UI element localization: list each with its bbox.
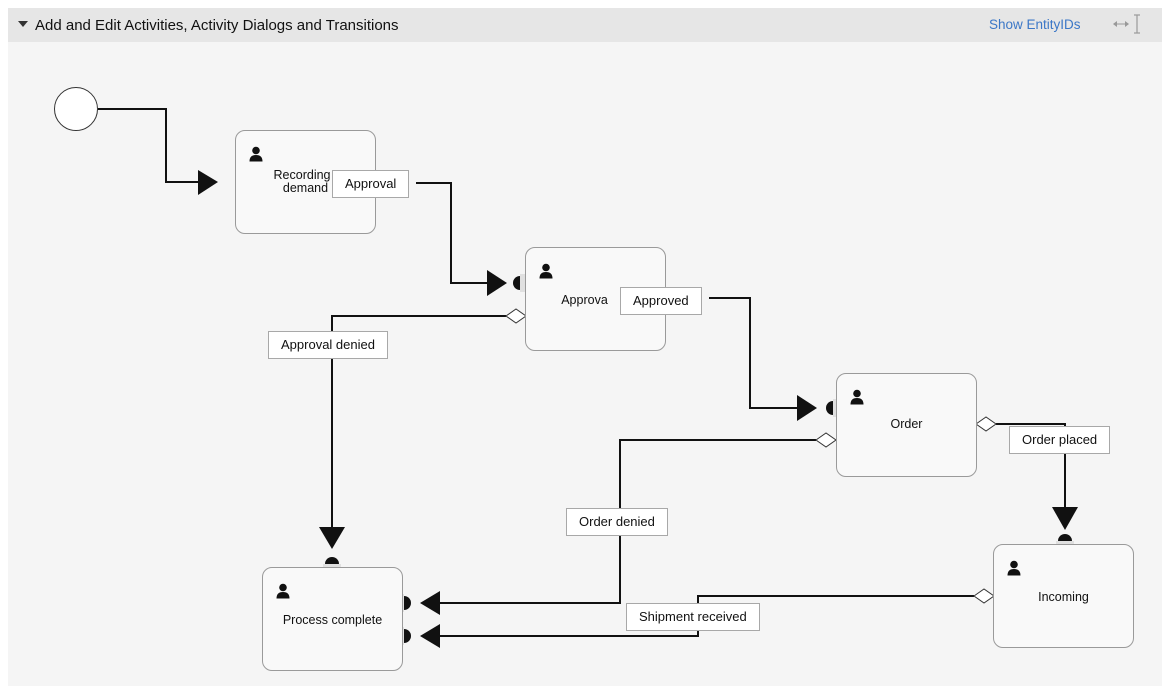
- activity-process-complete[interactable]: Process complete: [262, 567, 403, 671]
- activity-order[interactable]: Order: [836, 373, 977, 477]
- user-icon: [276, 583, 290, 599]
- transition-label-order-placed[interactable]: Order placed: [1009, 426, 1111, 454]
- panel-title: Add and Edit Activities, Activity Dialog…: [35, 17, 399, 34]
- connection-start-to-recording: [98, 108, 218, 195]
- user-icon: [850, 389, 864, 405]
- user-icon: [539, 263, 553, 279]
- transition-label-approval-denied[interactable]: Approval denied: [268, 331, 388, 359]
- panel-header: [8, 8, 1162, 42]
- transition-label-order-denied[interactable]: Order denied: [566, 508, 668, 536]
- activity-label: Recording t: [273, 168, 338, 182]
- start-event[interactable]: [54, 87, 98, 131]
- activity-label: Incoming: [1038, 590, 1089, 604]
- horizontal-resize-icon[interactable]: [1112, 17, 1130, 31]
- activity-label: Order: [890, 417, 923, 431]
- activity-label: Approva: [561, 293, 608, 307]
- transition-label-approved[interactable]: Approved: [620, 287, 702, 315]
- connection-approval: [416, 182, 532, 296]
- show-entity-ids-link[interactable]: Show EntityIDs: [989, 17, 1081, 32]
- activity-label: demand: [282, 181, 329, 195]
- transition-label-shipment-received[interactable]: Shipment received: [626, 603, 760, 631]
- transition-label-approval[interactable]: Approval: [332, 170, 410, 198]
- connection-approved: [709, 297, 845, 421]
- user-icon: [1007, 560, 1021, 576]
- vertical-resize-icon[interactable]: [1132, 13, 1142, 35]
- user-icon: [249, 146, 263, 162]
- activity-incoming[interactable]: Incoming: [993, 544, 1134, 648]
- activity-label: Process complete: [282, 613, 383, 627]
- caret-down-icon[interactable]: [16, 16, 32, 32]
